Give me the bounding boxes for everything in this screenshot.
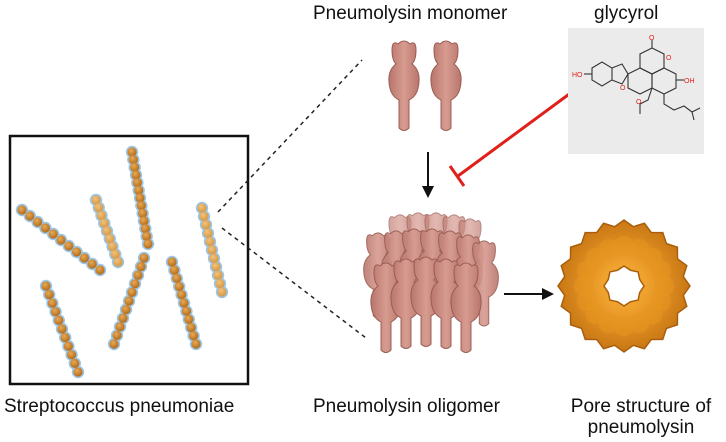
bacteria-chain (39, 279, 85, 379)
bacteria-chain (125, 145, 155, 251)
oligomer-label: Pneumolysin oligomer (313, 396, 500, 417)
pneumolysin-oligomer-icon (363, 212, 499, 353)
bacteria-chain (107, 251, 151, 351)
bacteria-chain (165, 255, 203, 351)
down-arrow-icon (422, 152, 434, 198)
pneumolysin-subunit (430, 40, 462, 131)
pneumolysin-subunit (469, 240, 499, 327)
bacteria-chain (89, 193, 125, 269)
compound-label: glycyrol (594, 3, 659, 24)
pore-bump (577, 291, 597, 312)
pneumolysin-subunit (388, 40, 420, 131)
pore-bump (574, 276, 594, 296)
atom-o-ring2: O (666, 55, 672, 62)
monomer-label: Pneumolysin monomer (313, 3, 508, 24)
pneumolysin-subunit (450, 262, 482, 353)
bacteria-chain (195, 201, 229, 299)
glycyrol-structure-icon: O HO OH O O O (568, 28, 704, 154)
pore-bump (654, 276, 674, 296)
pore-ring-icon (557, 219, 691, 353)
bacteria-label: Streptococcus pneumoniae (4, 396, 235, 417)
zoom-lines (217, 59, 367, 339)
pore-bump (629, 313, 650, 333)
pore-bump (614, 316, 634, 336)
atom-o-methoxy: O (636, 99, 642, 106)
bacteria-chain-icon (15, 145, 229, 379)
right-arrow-icon (504, 288, 554, 300)
atom-o-right: OH (684, 78, 695, 85)
pore-bump (614, 236, 634, 256)
bacteria-panel (8, 134, 250, 386)
atom-o-ring1: O (620, 85, 626, 92)
inhibition-line-icon (448, 90, 573, 187)
pore-bump (651, 260, 671, 281)
pore-bump (598, 239, 619, 259)
pneumolysin-monomer-icon (388, 40, 462, 131)
pore-label: Pore structure of pneumolysin (570, 396, 712, 438)
atom-o-left: HO (572, 72, 583, 79)
bacteria-chain (15, 203, 107, 277)
atom-o-top: O (649, 35, 655, 42)
pneumolysin-subunit (430, 258, 462, 349)
